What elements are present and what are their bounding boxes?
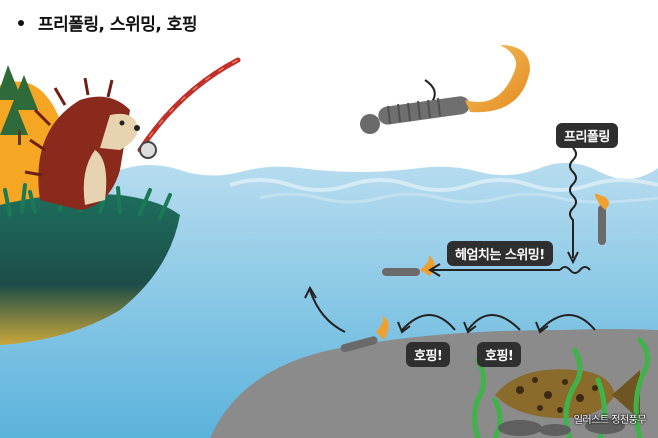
wave-line-2	[259, 192, 658, 204]
free-fall-squiggle	[569, 147, 577, 258]
hop-arrows	[309, 289, 596, 333]
label-hopping-2: 호핑!	[477, 342, 522, 367]
swim-wiggle	[559, 266, 591, 274]
title-row: 프리폴링, 스위밍, 호핑	[18, 10, 198, 35]
grouper-fish	[495, 369, 640, 420]
wave-line-1	[229, 178, 658, 192]
pine-trees	[0, 65, 38, 135]
label-hopping-1: 호핑!	[406, 342, 451, 367]
small-lure-hopping	[340, 315, 389, 353]
bullet-icon	[18, 19, 24, 26]
illustration-credit: 일러스트 정천풍무	[573, 415, 647, 426]
page-title: 프리폴링, 스위밍, 호핑	[38, 15, 198, 35]
small-lure-falling	[595, 193, 609, 245]
rocks	[498, 418, 625, 436]
land	[0, 193, 180, 345]
big-lure	[360, 45, 530, 134]
hedgehog	[24, 77, 140, 210]
label-swimming: 헤엄치는 스위밍!	[447, 241, 553, 266]
seaweed	[472, 337, 651, 438]
fishing-rod	[137, 57, 241, 159]
label-free-falling: 프리폴링	[556, 123, 618, 148]
